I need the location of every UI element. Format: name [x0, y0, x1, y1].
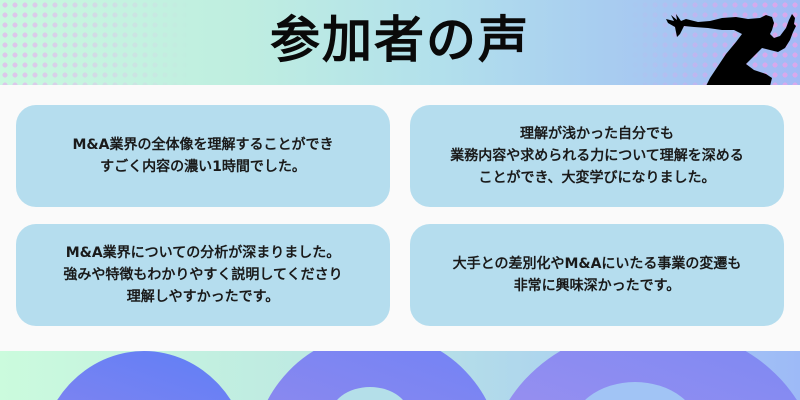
decorative-footer [0, 351, 800, 400]
testimonial-card: M&A業界の全体像を理解することができ すごく内容の濃い1時間でした。 [16, 105, 390, 207]
testimonial-card: M&A業界についての分析が深まりました。 強みや特徴もわかりやすく説明してくださ… [16, 224, 390, 326]
testimonial-card: 理解が浅かった自分でも 業務内容や求められる力について理解を深める ことができ、… [410, 105, 784, 207]
page-title: 参加者の声 [270, 11, 530, 69]
header-banner: 参加者の声 [0, 0, 800, 85]
testimonial-card: 大手との差別化やM&Aにいたる事業の変遷も 非常に興味深かったです。 [410, 224, 784, 326]
halftone-dots-left [0, 0, 190, 85]
runner-silhouette-icon [666, 14, 796, 85]
decorative-circle [330, 387, 410, 400]
testimonial-text: M&A業界の全体像を理解することができ すごく内容の濃い1時間でした。 [72, 137, 334, 175]
testimonial-text: 理解が浅かった自分でも 業務内容や求められる力について理解を深める ことができ、… [450, 126, 744, 186]
testimonial-text: 大手との差別化やM&Aにいたる事業の変遷も 非常に興味深かったです。 [452, 256, 742, 294]
testimonials-section: M&A業界の全体像を理解することができ すごく内容の濃い1時間でした。 理解が浅… [0, 85, 800, 351]
decorative-circle [38, 351, 250, 400]
testimonial-text: M&A業界についての分析が深まりました。 強みや特徴もわかりやすく説明してくださ… [63, 245, 343, 305]
